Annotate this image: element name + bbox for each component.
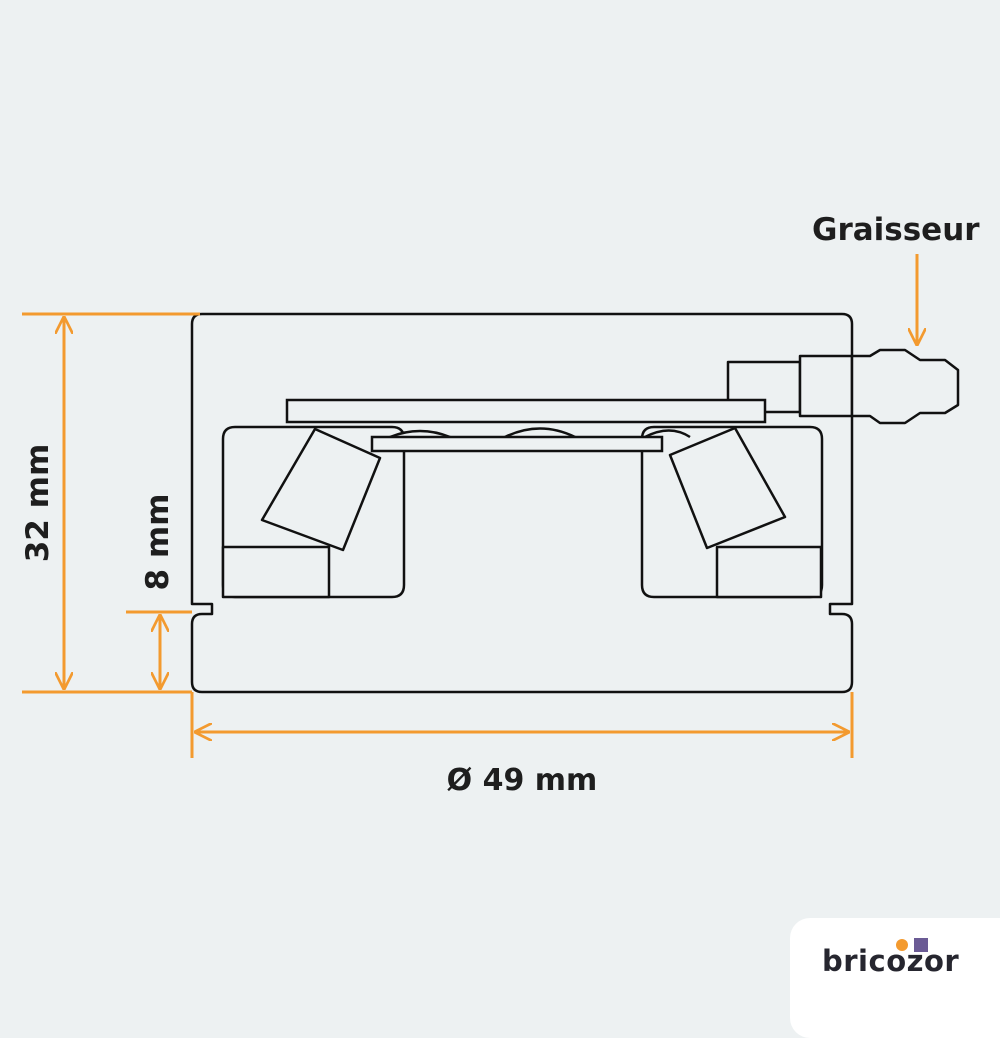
height-dimension (22, 312, 200, 694)
diameter-dimension (190, 692, 854, 758)
groove-label: 8 mm (140, 494, 176, 591)
top-thrust-plate (285, 398, 767, 424)
left-roller (221, 427, 382, 599)
grease-fitting-label: Graisseur (812, 212, 980, 248)
height-label: 32 mm (20, 444, 56, 563)
groove-dimension (126, 610, 192, 688)
brand-logo-card (790, 918, 1000, 1038)
diameter-label: Ø 49 mm (447, 763, 598, 798)
brand-logo: bricozor (822, 944, 960, 978)
center-race (370, 427, 691, 453)
brand-logo-dot-orange (896, 939, 908, 951)
brand-logo-dot-purple (914, 938, 928, 952)
bearing-diagram: Graisseur 32 mm 8 mm Ø 49 mm (20, 212, 980, 798)
right-roller (668, 426, 823, 599)
